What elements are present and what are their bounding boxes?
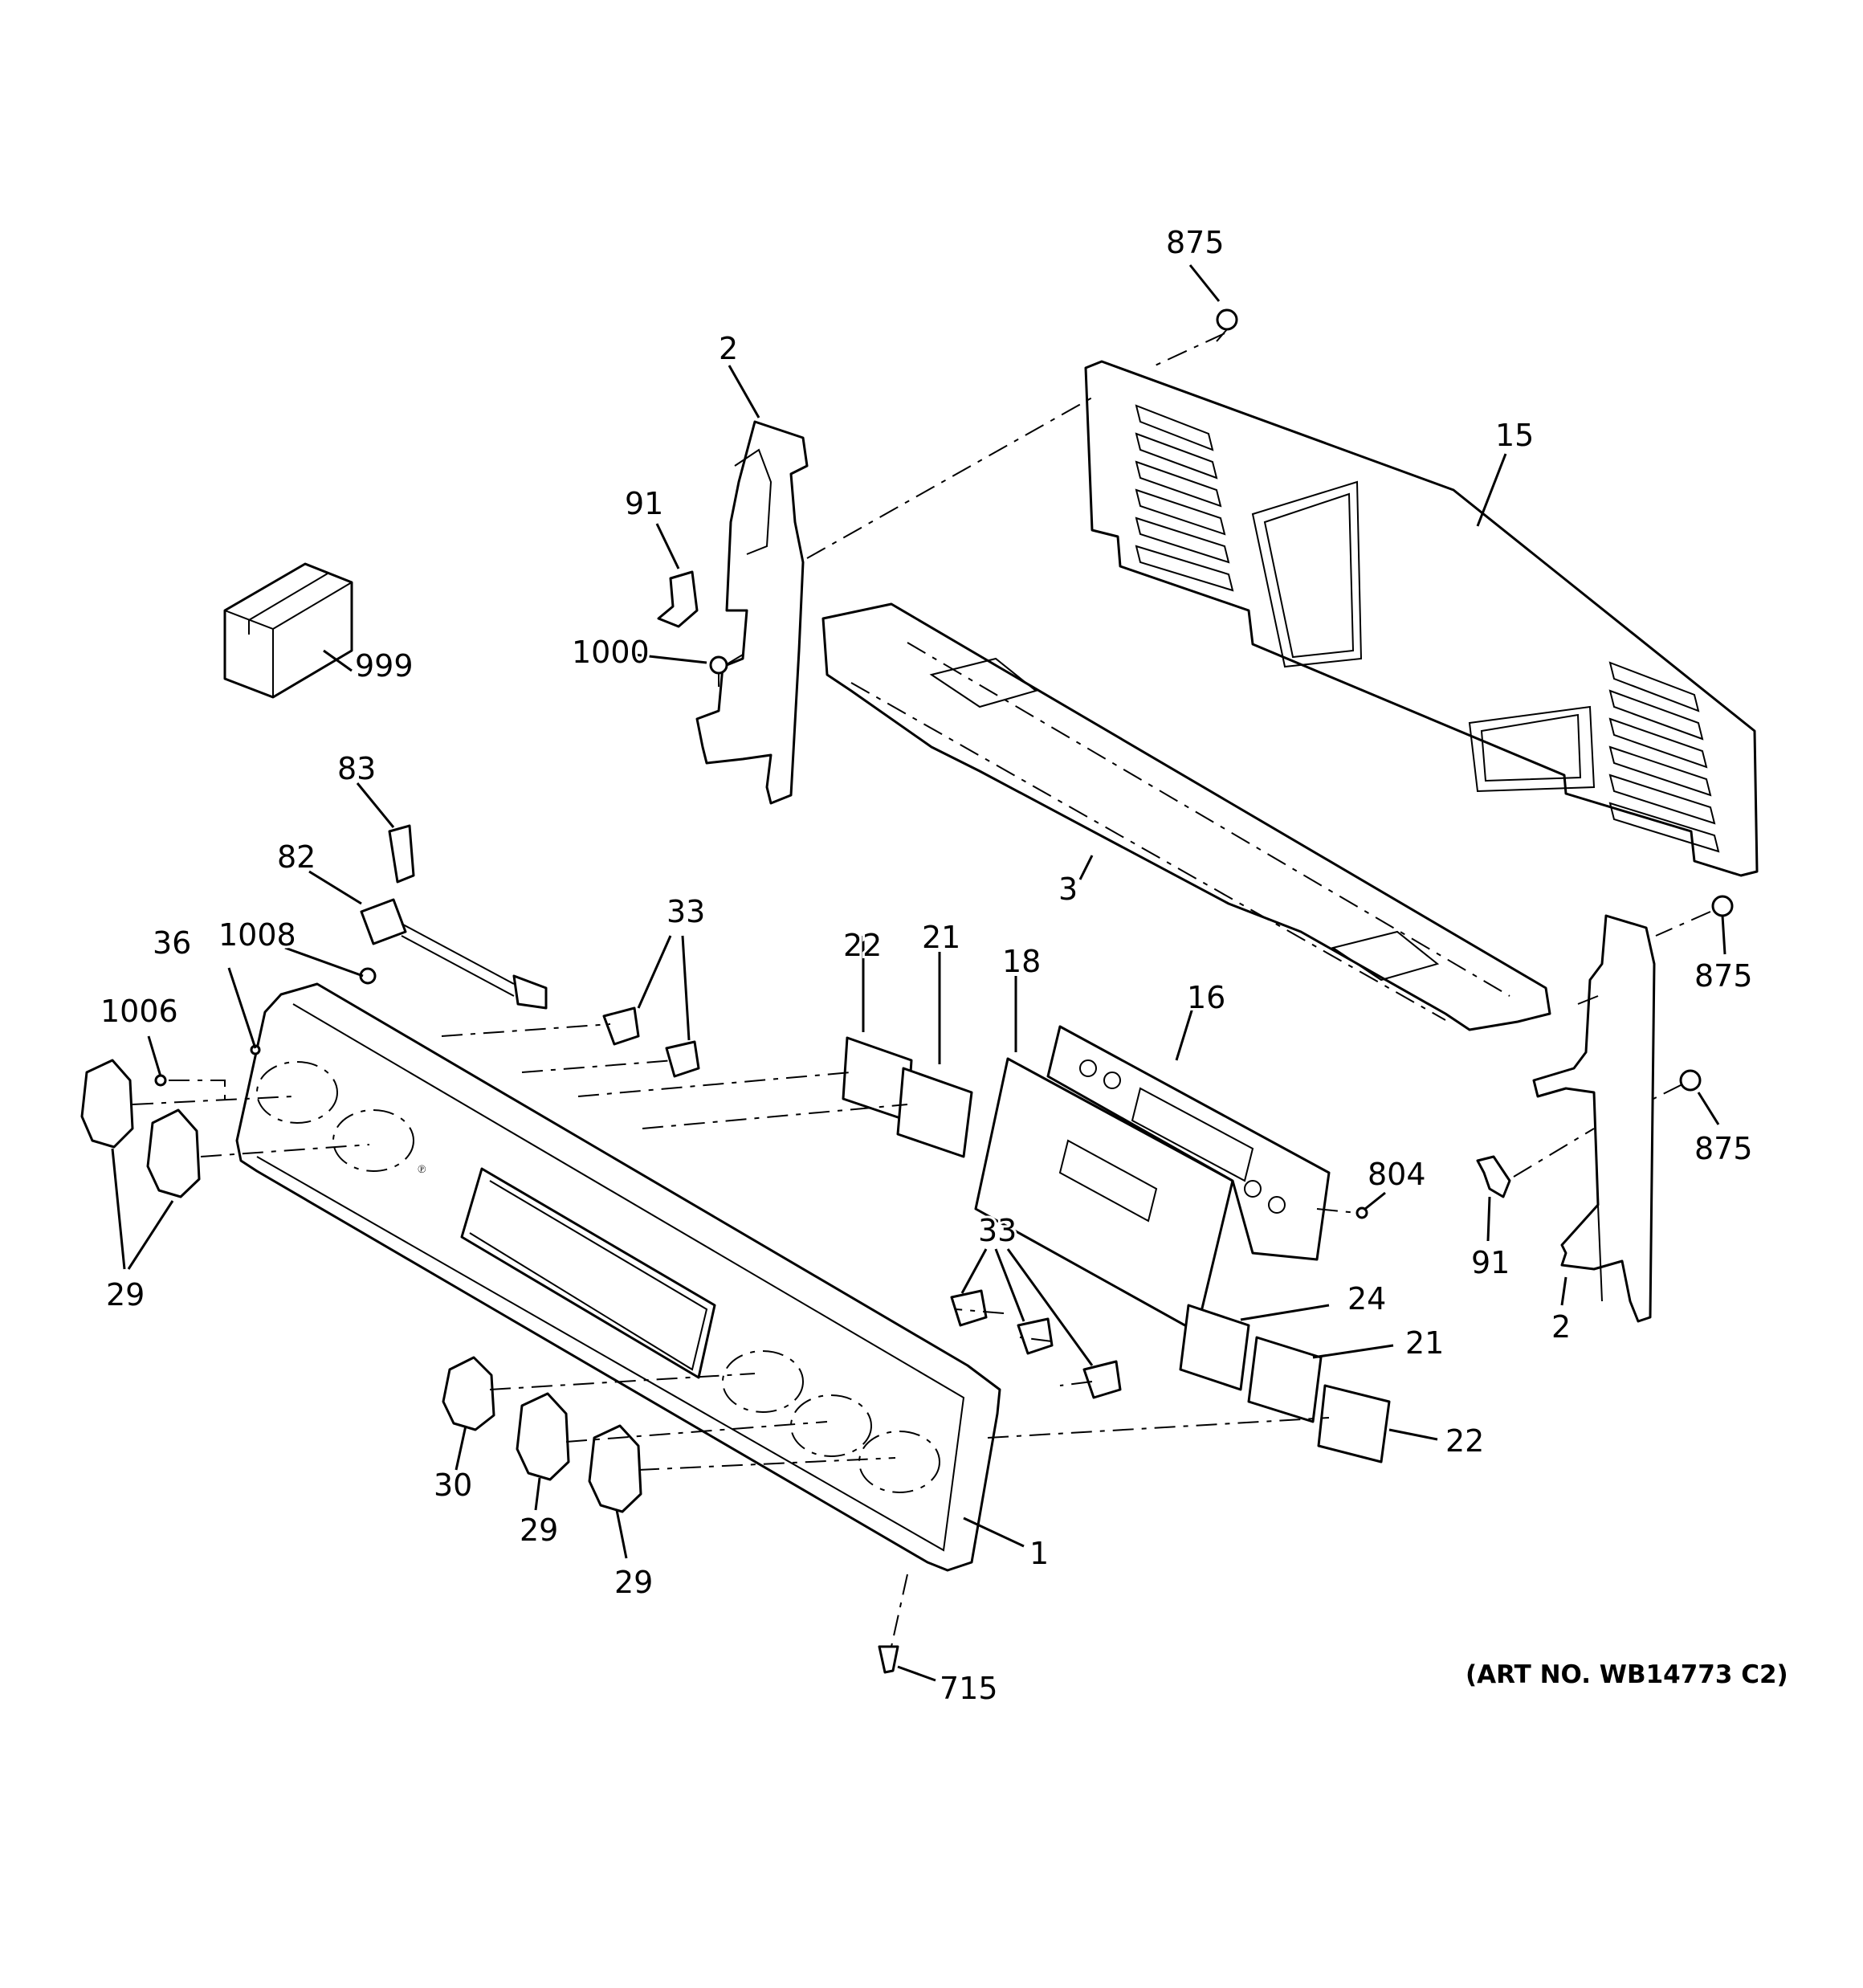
callout-82: 82 xyxy=(277,839,316,875)
literature-box-part xyxy=(223,562,353,699)
part-83 xyxy=(388,824,415,884)
screw-part-1000 xyxy=(709,655,728,687)
callout-29-mid: 29 xyxy=(520,1512,558,1548)
backsplash-vents-left xyxy=(1135,404,1234,592)
callout-21-lower: 21 xyxy=(1405,1325,1444,1361)
panel-dials-right xyxy=(722,1350,940,1493)
switch-part-21-upper xyxy=(896,1067,973,1158)
callout-29-right: 29 xyxy=(614,1565,653,1600)
bushing-part-33-lower xyxy=(950,1289,1122,1399)
screw-part-715 xyxy=(878,1645,899,1674)
part-1006 xyxy=(154,1074,167,1087)
knob-part-29-left-lower xyxy=(146,1108,201,1198)
callout-29-left: 29 xyxy=(106,1277,145,1312)
trim-channel-part xyxy=(821,602,1551,1031)
clip-part-91-right xyxy=(1476,1155,1511,1198)
callout-91-right: 91 xyxy=(1471,1245,1510,1280)
control-panel-part: ℗ xyxy=(235,982,1001,1572)
callout-1: 1 xyxy=(1029,1536,1049,1571)
callout-1006: 1006 xyxy=(100,994,178,1029)
callout-2-right: 2 xyxy=(1551,1309,1571,1345)
switch-part-22-lower xyxy=(1317,1384,1391,1463)
callout-36: 36 xyxy=(153,925,191,961)
knob-part-29-left-upper xyxy=(80,1059,134,1149)
switch-part-21-lower xyxy=(1247,1336,1323,1423)
callout-875-top: 875 xyxy=(1166,225,1225,260)
left-side-bracket-part xyxy=(695,420,809,805)
screw-part-804 xyxy=(1355,1206,1368,1219)
assembly-lines xyxy=(132,333,1711,1647)
callout-3: 3 xyxy=(1058,872,1078,907)
callout-22-upper: 22 xyxy=(843,928,882,963)
screw-part-875-right-upper xyxy=(1711,895,1734,917)
callout-999: 999 xyxy=(355,648,414,684)
callout-875-right-upper: 875 xyxy=(1694,958,1753,994)
control-board-part xyxy=(1046,1025,1331,1261)
bushing-part-33-upper xyxy=(602,1006,700,1078)
callout-83: 83 xyxy=(337,751,376,786)
callout-21-upper: 21 xyxy=(922,920,960,955)
callout-22-lower: 22 xyxy=(1445,1423,1484,1459)
callout-24: 24 xyxy=(1347,1281,1386,1316)
clip-part-91-left xyxy=(657,570,699,628)
panel-brand-mark: ℗ xyxy=(418,1163,426,1176)
switch-part-24 xyxy=(1179,1304,1250,1391)
callout-16: 16 xyxy=(1187,980,1225,1015)
callout-715: 715 xyxy=(940,1671,998,1706)
callout-804: 804 xyxy=(1368,1157,1426,1192)
leader-lines xyxy=(111,264,1726,1682)
callout-2-left: 2 xyxy=(719,331,738,366)
right-side-bracket-part xyxy=(1532,914,1656,1323)
callout-1008: 1008 xyxy=(218,917,296,953)
callout-30: 30 xyxy=(434,1468,472,1503)
screw-part-875-top xyxy=(1216,308,1238,342)
callout-875-right-lower: 875 xyxy=(1694,1131,1753,1166)
callout-33-lower: 33 xyxy=(978,1213,1017,1248)
part-82-harness xyxy=(360,898,548,1010)
callout-18: 18 xyxy=(1002,944,1041,979)
backsplash-panel-part xyxy=(1084,360,1759,877)
callout-1000: 1000 xyxy=(572,635,650,670)
knob-part-29-right xyxy=(588,1424,642,1513)
panel-dials-left xyxy=(256,1061,414,1172)
callout-labels: 875 2 15 91 999 1000 83 82 3 33 22 21 18… xyxy=(98,222,1755,1708)
knob-part-30 xyxy=(442,1356,495,1431)
backsplash-vents-right xyxy=(1608,661,1720,853)
art-number-label: (ART NO. WB14773 C2) xyxy=(1466,1660,1788,1689)
callout-33-upper: 33 xyxy=(667,894,705,929)
screw-part-875-right-lower xyxy=(1679,1069,1702,1092)
callout-91-left: 91 xyxy=(625,486,663,521)
callout-15: 15 xyxy=(1495,418,1534,453)
knob-part-29-mid xyxy=(516,1392,570,1481)
